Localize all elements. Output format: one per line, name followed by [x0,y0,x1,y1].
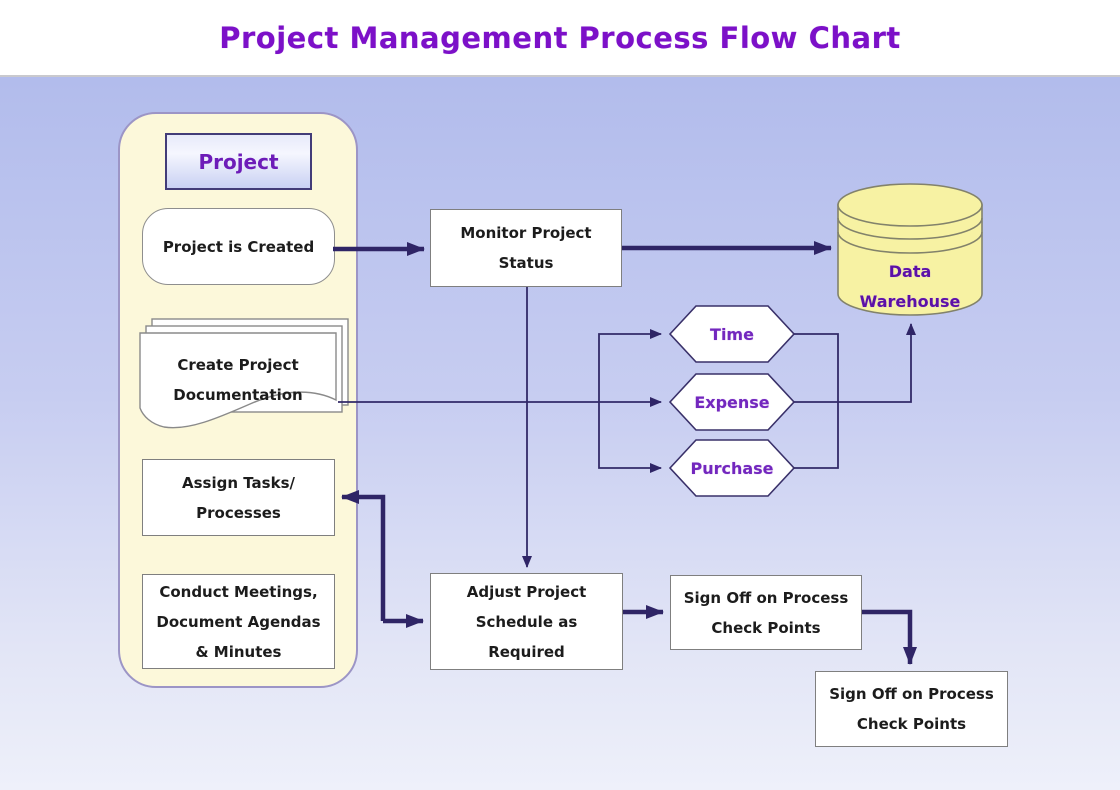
purchase-hexagon [668,439,796,497]
cylinder-lid [837,183,983,227]
data-warehouse-label: Data Warehouse [859,262,961,311]
header-band: Project Management Process Flow Chart [0,0,1120,77]
time-hexagon [668,305,796,363]
data-warehouse-cylinder [837,183,983,316]
page-title: Project Management Process Flow Chart [219,20,901,55]
monitor-status-node: Monitor Project Status [430,209,622,287]
signoff-checkpoints-node-1: Sign Off on Process Check Points [670,575,862,650]
line-expense-to-warehouse [794,323,916,403]
expense-hexagon-label: Expense [694,392,770,412]
line-hexagon-join [794,333,839,469]
diagram-area: Project Project is Created Create Projec… [0,77,1120,790]
cylinder-ring-2 [837,231,983,254]
conduct-meetings-node: Conduct Meetings, Document Agendas & Min… [142,574,335,669]
project-node-label: Project [198,149,279,174]
cylinder-body [837,204,983,316]
expense-hexagon [668,373,796,431]
time-hexagon-label: Time [710,324,754,344]
line-to-purchase [598,402,662,473]
project-node: Project [165,133,312,190]
project-created-label: Project is Created [162,237,315,256]
cylinder-ring-1 [837,217,983,240]
project-created-node: Project is Created [142,208,335,285]
arrow-signoff1-to-signoff2 [862,609,917,665]
assign-tasks-node: Assign Tasks/ Processes [142,459,335,536]
signoff-checkpoints-node-2: Sign Off on Process Check Points [815,671,1008,747]
line-to-time [598,329,662,402]
purchase-hexagon-label: Purchase [690,458,774,478]
adjust-schedule-node: Adjust Project Schedule as Required [430,573,623,670]
